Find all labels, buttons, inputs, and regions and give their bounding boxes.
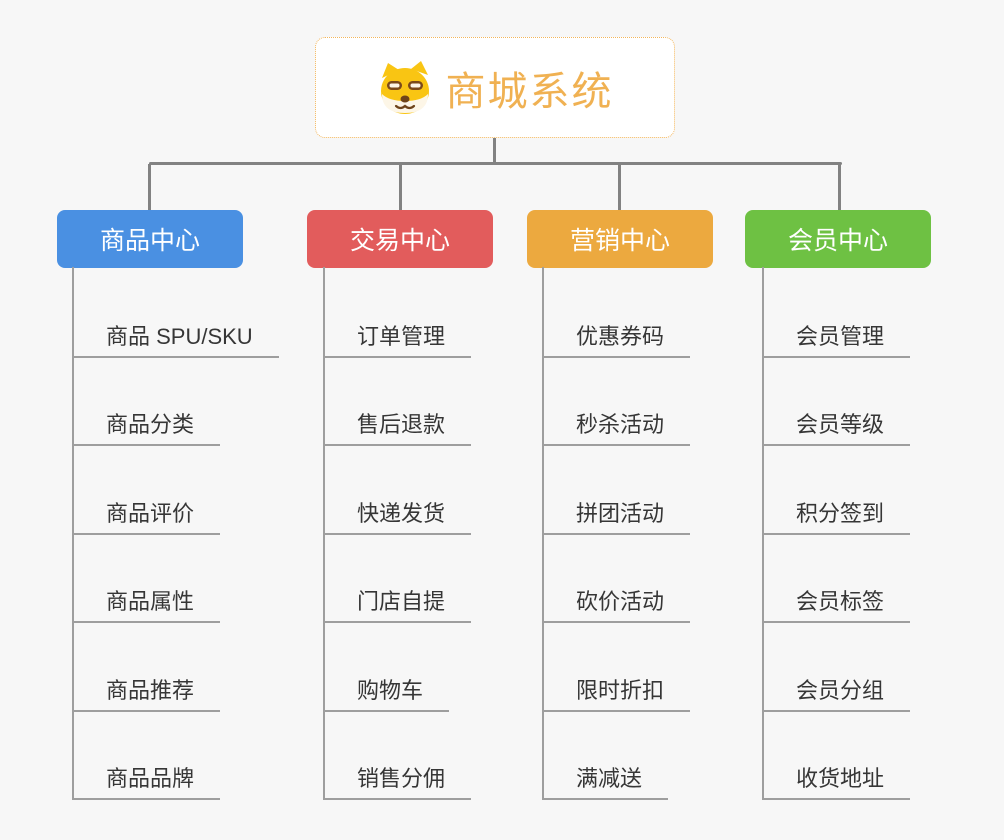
- leaf-node[interactable]: 快递发货: [323, 500, 472, 535]
- leaf-node[interactable]: 门店自提: [323, 588, 472, 623]
- root-title: 商城系统: [445, 69, 614, 114]
- branch-node-member-center[interactable]: 会员中心: [745, 210, 931, 268]
- leaf-node[interactable]: 拼团活动: [542, 500, 691, 535]
- branch-bus-line: [149, 162, 842, 165]
- leaf-node[interactable]: 商品品牌: [72, 765, 221, 800]
- leaf-node[interactable]: 积分签到: [762, 500, 911, 535]
- leaf-node[interactable]: 会员标签: [762, 588, 911, 623]
- branch4-drop-line: [838, 164, 841, 210]
- leaf-node[interactable]: 优惠券码: [542, 323, 691, 358]
- leaf-node[interactable]: 商品评价: [72, 500, 221, 535]
- leaf-node[interactable]: 订单管理: [323, 323, 472, 358]
- leaf-node[interactable]: 售后退款: [323, 411, 472, 446]
- root-node[interactable]: 商城系统: [315, 37, 675, 138]
- leaf-node[interactable]: 会员等级: [762, 411, 911, 446]
- leaf-node[interactable]: 商品属性: [72, 588, 221, 623]
- branch2-drop-line: [399, 164, 402, 210]
- leaf-node[interactable]: 销售分佣: [323, 765, 472, 800]
- leaf-node[interactable]: 砍价活动: [542, 588, 691, 623]
- branch-node-trade-center[interactable]: 交易中心: [307, 210, 493, 268]
- branch3-drop-line: [618, 164, 621, 210]
- leaf-node[interactable]: 购物车: [323, 677, 450, 712]
- leaf-node[interactable]: 满减送: [542, 765, 669, 800]
- leaf-node[interactable]: 商品 SPU/SKU: [72, 323, 279, 358]
- leaf-node[interactable]: 限时折扣: [542, 677, 691, 712]
- root-connector-line: [493, 138, 496, 163]
- leaf-node[interactable]: 商品推荐: [72, 677, 221, 712]
- branch1-drop-line: [148, 164, 151, 210]
- shiba-dog-icon: [377, 60, 433, 115]
- leaf-node[interactable]: 秒杀活动: [542, 411, 691, 446]
- branch-node-product-center[interactable]: 商品中心: [57, 210, 243, 268]
- leaf-node[interactable]: 商品分类: [72, 411, 221, 446]
- leaf-node[interactable]: 会员分组: [762, 677, 911, 712]
- leaf-node[interactable]: 收货地址: [762, 765, 911, 800]
- branch-node-marketing-center[interactable]: 营销中心: [527, 210, 713, 268]
- leaf-node[interactable]: 会员管理: [762, 323, 911, 358]
